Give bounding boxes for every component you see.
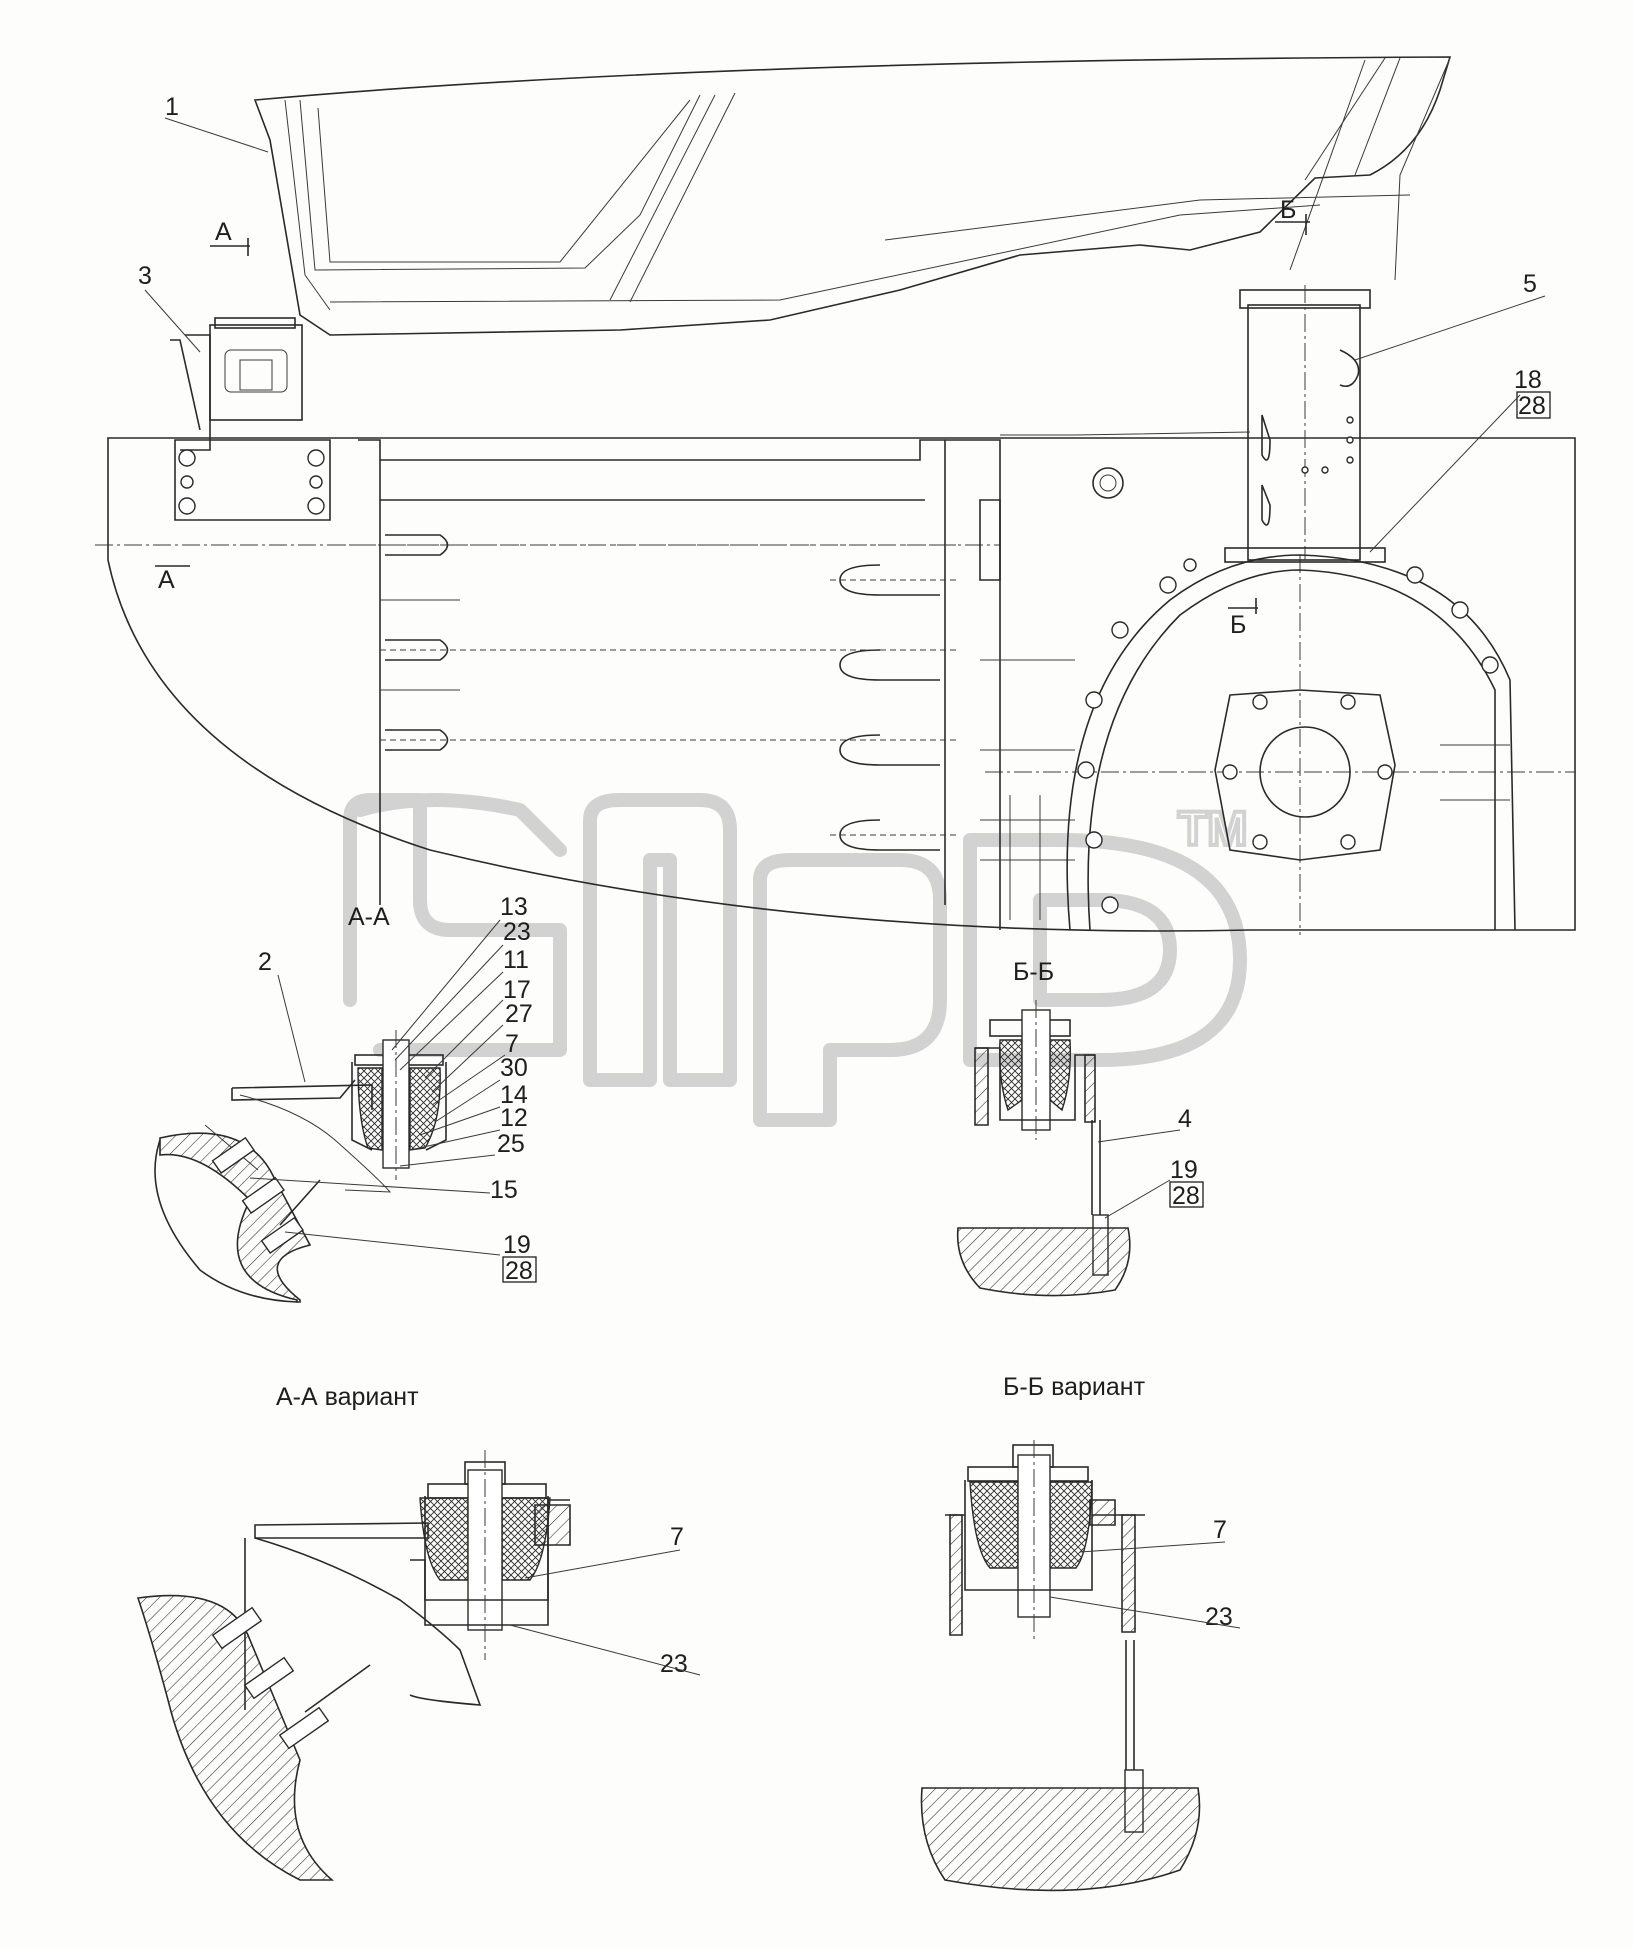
callout-2: 2 xyxy=(258,948,272,976)
callout-23-variant-aa: 23 xyxy=(660,1650,688,1678)
main-view xyxy=(95,56,1576,935)
callout-17: 17 xyxy=(503,976,531,1004)
callout-19-bb: 19 xyxy=(1170,1156,1198,1184)
callout-28-main: 28 xyxy=(1518,392,1546,420)
callout-23-variant-bb: 23 xyxy=(1205,1603,1233,1631)
cab-panel xyxy=(253,56,1452,336)
callout-1: 1 xyxy=(165,93,179,121)
section-bb-title: Б-Б xyxy=(1013,958,1054,986)
callout-28-bb: 28 xyxy=(1172,1182,1200,1210)
mount-column-right xyxy=(1247,304,1361,561)
callout-7-aa: 7 xyxy=(505,1030,519,1058)
section-mark-b-bottom: Б xyxy=(1230,611,1246,639)
section-mark-a-top: А xyxy=(215,218,232,246)
section-mark-b-top: Б xyxy=(1280,196,1296,224)
main-callouts: 1 3 5 18 28 xyxy=(138,93,1551,553)
engine-block-outline xyxy=(107,437,1576,932)
mount-bracket-left xyxy=(209,324,303,421)
filler-plug xyxy=(1092,467,1124,499)
callout-25: 25 xyxy=(497,1130,525,1158)
section-mark-a-bottom: А xyxy=(158,566,175,594)
mount-plate-left xyxy=(174,439,331,521)
callout-11: 11 xyxy=(503,946,529,974)
section-bb: Б-Б xyxy=(956,958,1131,1297)
flywheel-housing xyxy=(1066,554,1516,931)
callout-19-aa: 19 xyxy=(503,1231,531,1259)
callout-15: 15 xyxy=(490,1176,518,1204)
variant-aa: А-А вариант 7 23 xyxy=(136,1383,701,1881)
block-fragment-variant-bb xyxy=(920,1787,1201,1892)
callout-23-aa: 23 xyxy=(503,918,531,946)
cylinder-stubs xyxy=(330,534,960,851)
section-marks: А А Б Б xyxy=(155,196,1310,639)
variant-bb-title: Б-Б вариант xyxy=(1003,1373,1146,1401)
section-aa-title: А-А xyxy=(348,903,390,931)
section-aa: А-А xyxy=(154,903,447,1303)
section-aa-callouts: 2 13 23 11 17 27 7 30 14 12 25 15 19 28 xyxy=(249,893,537,1285)
block-fragment-bb xyxy=(956,1227,1131,1297)
callout-14: 14 xyxy=(500,1081,528,1109)
callout-4: 4 xyxy=(1178,1105,1192,1133)
watermark-logo: TM xyxy=(343,793,1249,1127)
variant-aa-title: А-А вариант xyxy=(276,1383,419,1411)
callout-7-variant-aa: 7 xyxy=(670,1523,684,1551)
callout-3: 3 xyxy=(138,262,152,290)
callout-30: 30 xyxy=(500,1054,528,1082)
callout-12: 12 xyxy=(500,1104,528,1132)
callout-18: 18 xyxy=(1514,366,1542,394)
callout-13: 13 xyxy=(500,893,528,921)
callout-27: 27 xyxy=(505,1000,533,1028)
callout-28-aa: 28 xyxy=(505,1257,533,1285)
section-bb-callouts: 4 19 28 xyxy=(1097,1105,1204,1219)
trademark-mark: TM xyxy=(1178,803,1247,856)
variant-bb: Б-Б вариант 7 23 xyxy=(920,1373,1241,1892)
callout-7-variant-bb: 7 xyxy=(1213,1516,1227,1544)
callout-5: 5 xyxy=(1523,270,1537,298)
